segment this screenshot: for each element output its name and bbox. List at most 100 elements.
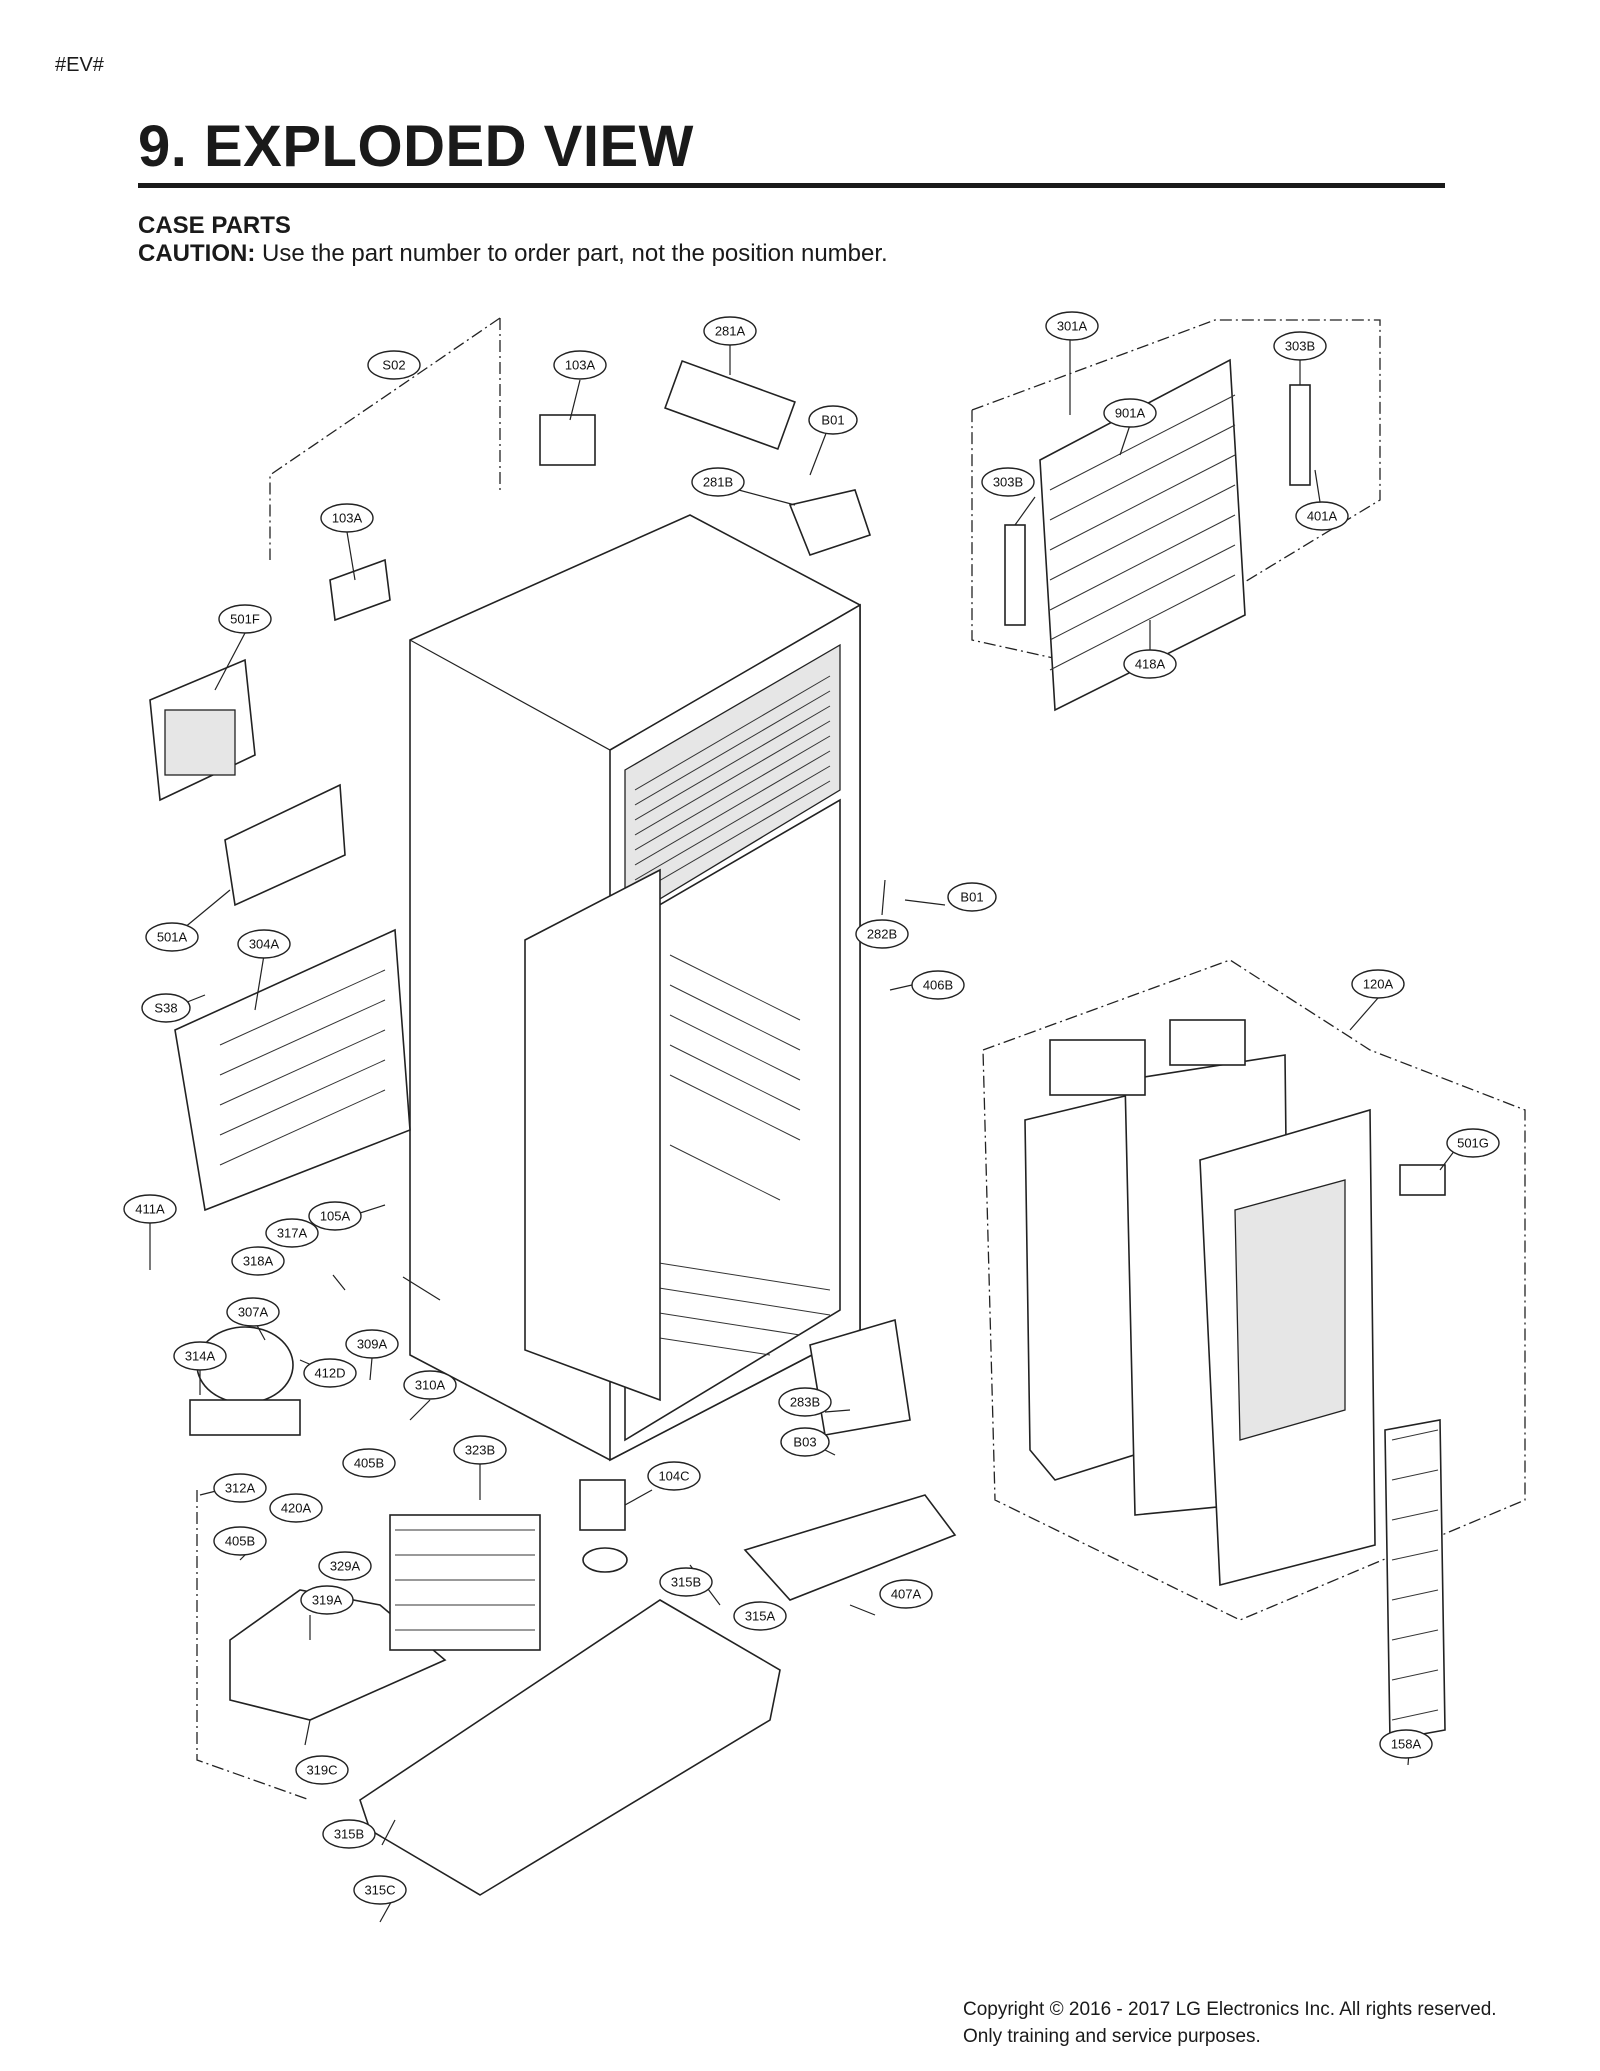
svg-text:158A: 158A [1391,1737,1422,1752]
svg-text:411A: 411A [135,1202,165,1217]
callout-323b: 323B [453,1435,507,1465]
svg-text:315B: 315B [334,1827,364,1842]
callout-158a: 158A [1379,1729,1433,1759]
callout-b01-top: B01 [808,405,858,435]
callout-406b: 406B [911,970,965,1000]
callout-329a: 329A [318,1551,372,1581]
svg-text:314A: 314A [185,1349,216,1364]
callout-411a: 411A [123,1194,177,1224]
callout-318a: 318A [231,1246,285,1276]
callout-412d: 412D [303,1358,357,1388]
callout-407a: 407A [879,1579,933,1609]
svg-text:317A: 317A [277,1226,308,1241]
svg-text:418A: 418A [1135,657,1166,672]
svg-text:407A: 407A [891,1587,922,1602]
callout-401a: 401A [1295,501,1349,531]
callout-315b-bottom: 315B [322,1819,376,1849]
svg-text:315B: 315B [671,1575,701,1590]
callout-120a: 120A [1351,969,1405,999]
callout-283b: 283B [778,1387,832,1417]
svg-text:307A: 307A [238,1305,269,1320]
callout-s02: S02 [367,350,421,380]
svg-text:282B: 282B [867,927,897,942]
callout-103a-top: 103A [553,350,607,380]
callout-319c: 319C [295,1755,349,1785]
svg-text:281A: 281A [715,324,746,339]
callout-103a-left: 103A [320,503,374,533]
callout-105a: 105A [308,1201,362,1231]
callout-s38: S38 [141,993,191,1023]
callout-501g: 501G [1446,1128,1500,1158]
section-heading: CASE PARTS [138,212,291,239]
callout-317a: 317A [265,1218,319,1248]
callout-b01-mid: B01 [947,882,997,912]
door-parts [1024,1019,1446,1741]
base-parts [359,1318,957,1896]
svg-text:501F: 501F [230,612,260,627]
header-tag: #EV# [55,54,104,76]
evaporator-assembly [664,358,1311,712]
page-title: 9. EXPLODED VIEW [138,114,694,179]
svg-text:315C: 315C [364,1883,395,1898]
callout-310a: 310A [403,1370,457,1400]
svg-text:420A: 420A [281,1501,312,1516]
svg-text:120A: 120A [1363,977,1394,992]
svg-text:104C: 104C [658,1469,689,1484]
svg-text:319C: 319C [306,1763,337,1778]
svg-text:319A: 319A [312,1593,343,1608]
svg-text:303B: 303B [1285,339,1315,354]
callout-315b-top: 315B [659,1567,713,1597]
caution-label: CAUTION: [138,240,256,267]
callout-314a: 314A [173,1341,227,1371]
svg-text:310A: 310A [415,1378,446,1393]
svg-text:406B: 406B [923,978,953,993]
svg-text:281B: 281B [703,475,733,490]
callout-303b-left: 303B [981,467,1035,497]
callout-420a: 420A [269,1493,323,1523]
svg-text:B03: B03 [793,1435,816,1450]
callout-309a: 309A [345,1329,399,1359]
callout-315a: 315A [733,1601,787,1631]
svg-text:283B: 283B [790,1395,820,1410]
svg-text:405B: 405B [225,1534,255,1549]
callout-303b-right: 303B [1273,331,1327,361]
callout-405b-left: 405B [213,1526,267,1556]
svg-text:323B: 323B [465,1443,495,1458]
svg-text:301A: 301A [1057,319,1088,334]
svg-text:312A: 312A [225,1481,256,1496]
callout-319a: 319A [300,1585,354,1615]
callout-301a: 301A [1045,311,1099,341]
callout-315c: 315C [353,1875,407,1905]
svg-text:401A: 401A [1307,509,1338,524]
svg-text:S38: S38 [154,1001,177,1016]
svg-text:315A: 315A [745,1609,776,1624]
callout-282b: 282B [855,919,909,949]
svg-text:501A: 501A [157,930,188,945]
callouts: S02 103A 281A B01 281B 301A 303B 901A 30… [123,311,1500,1905]
svg-text:B01: B01 [821,413,844,428]
callout-304a: 304A [237,929,291,959]
svg-text:105A: 105A [320,1209,351,1224]
callout-104c: 104C [647,1461,701,1491]
svg-text:103A: 103A [565,358,596,373]
svg-text:304A: 304A [249,937,280,952]
svg-text:405B: 405B [354,1456,384,1471]
svg-text:501G: 501G [1457,1136,1489,1151]
refrigerator-cabinet [409,514,861,1462]
title-underline [138,183,1445,188]
callout-501a: 501A [145,922,199,952]
copyright-line-1: Copyright © 2016 - 2017 LG Electronics I… [963,1999,1497,2020]
svg-text:B01: B01 [960,890,983,905]
callout-312a: 312A [213,1473,267,1503]
callout-501f: 501F [218,604,272,634]
svg-text:901A: 901A [1115,406,1146,421]
svg-text:309A: 309A [357,1337,388,1352]
callout-901a: 901A [1103,398,1157,428]
callout-281b: 281B [691,467,745,497]
svg-text:S02: S02 [382,358,405,373]
caution-note: CAUTION: Use the part number to order pa… [138,240,888,268]
svg-text:329A: 329A [330,1559,361,1574]
left-parts [149,414,596,1721]
svg-text:303B: 303B [993,475,1023,490]
